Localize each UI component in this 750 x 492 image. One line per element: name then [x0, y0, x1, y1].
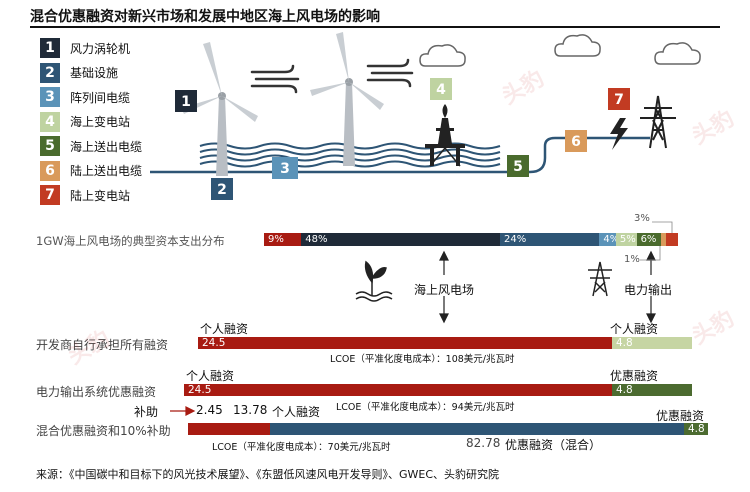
scene-badge-3: 3	[272, 157, 298, 179]
legend-item-5: 5 海上送出电缆	[40, 134, 142, 159]
row3-subsidy-label: 补助	[134, 405, 159, 419]
row1-bar-right: 4.8	[612, 337, 692, 349]
legend: 1 风力涡轮机 2 基础设施 3 阵列间电缆 4 海上变电站 5 海上送出电缆 6 陆上送出电缆 7 陆上…	[40, 36, 142, 208]
svg-text:5: 5	[513, 159, 523, 175]
legend-label: 风力涡轮机	[70, 41, 131, 56]
seg-array-cable: 4%	[599, 233, 616, 246]
offshore-farm-label: 海上风电场	[414, 283, 475, 297]
row2-lcoe: LCOE（平准化度电成本）：94美元/兆瓦时	[336, 402, 515, 413]
row2-label: 电力输出系统优惠融资	[36, 385, 157, 399]
legend-item-1: 1 风力涡轮机	[40, 36, 142, 61]
transmission-label: 电力输出	[624, 283, 673, 297]
svg-text:4: 4	[436, 82, 446, 98]
svg-text:3: 3	[280, 161, 290, 177]
row3-cap-right: 优惠融资	[656, 409, 705, 423]
tower-small-icon	[588, 261, 612, 297]
row2-cap-left: 个人融资	[186, 369, 235, 383]
row3-subsidy-value: 2.45	[196, 403, 223, 417]
row3-bar-subsidy	[188, 423, 202, 435]
seg-onshore-cable	[661, 233, 666, 246]
cloud-icon-2	[554, 34, 601, 57]
row3-personal-caption: 个人融资	[272, 405, 321, 419]
row3-label: 混合优惠融资和10%补助	[36, 424, 171, 438]
offshore-arrow	[439, 250, 449, 324]
plant-water-icon	[355, 260, 393, 302]
page-title: 混合优惠融资对新兴市场和发展中地区海上风电场的影响	[30, 9, 380, 25]
scene-badge-1: 1	[175, 90, 197, 112]
row3-lcoe: LCOE（平准化度电成本）：70美元/兆瓦时	[212, 442, 391, 453]
legend-number-badge: 1	[40, 38, 60, 59]
wind-icon-1	[250, 64, 300, 94]
legend-item-4: 4 海上变电站	[40, 110, 142, 135]
legend-number-badge: 7	[40, 185, 60, 206]
row1-value-right: 4.8	[616, 337, 633, 349]
svg-text:2: 2	[217, 182, 227, 198]
legend-item-2: 2 基础设施	[40, 61, 142, 86]
row1-bar-left: 24.5	[198, 337, 612, 349]
row3-bar-personal	[202, 423, 270, 435]
legend-label: 陆上变电站	[70, 188, 131, 203]
seg-offshore-substation-red: 9%	[264, 233, 302, 246]
row2-bar-right: 4.8	[612, 384, 692, 396]
row1-lcoe: LCOE（平准化度电成本）：108美元/兆瓦时	[330, 354, 515, 365]
lightning-icon	[610, 118, 628, 150]
svg-text:1: 1	[181, 94, 191, 110]
row3-personal-value: 13.78	[233, 403, 268, 417]
offshore-substation-icon	[425, 104, 465, 167]
scene-badge-6: 6	[565, 130, 587, 152]
scene-badge-4: 4	[430, 78, 452, 100]
cloud-icon-1	[419, 44, 466, 67]
legend-number-badge: 4	[40, 111, 60, 132]
row1-label: 开发商自行承担所有融资	[36, 338, 169, 352]
scene-badge-5: 5	[507, 155, 529, 177]
seg-turbine: 48%	[301, 233, 500, 246]
legend-number-badge: 6	[40, 160, 60, 181]
transmission-tower-icon	[640, 95, 676, 149]
scene-badge-2: 2	[211, 178, 233, 200]
annotation-1-percent: 1%	[624, 254, 640, 265]
svg-text:6: 6	[571, 134, 581, 150]
row1-cap-left: 个人融资	[200, 322, 249, 336]
capex-label: 1GW海上风电场的典型资本支出分布	[36, 234, 225, 248]
row3-mixed-caption: 优惠融资（混合）	[505, 438, 602, 452]
title-rule	[30, 26, 720, 28]
legend-label: 阵列间电缆	[70, 90, 131, 105]
export-cable-line	[150, 136, 650, 174]
cloud-icon-3	[654, 42, 701, 65]
row1-cap-right: 个人融资	[610, 322, 659, 336]
source-note: 来源：《中国碳中和目标下的风光技术展望》、《东盟低风速风电开发导则》、GWEC、…	[36, 468, 500, 481]
annotation-3-percent: 3%	[634, 213, 650, 224]
row3-value-right: 4.8	[688, 423, 705, 435]
legend-label: 陆上送出电缆	[70, 164, 143, 179]
row2-value-left: 24.5	[188, 384, 212, 396]
legend-item-7: 7 陆上变电站	[40, 183, 142, 208]
legend-number-badge: 5	[40, 136, 60, 157]
row1-value-left: 24.5	[202, 337, 226, 349]
svg-text:7: 7	[614, 92, 624, 108]
legend-label: 基础设施	[70, 66, 119, 81]
legend-label: 海上变电站	[70, 115, 131, 130]
row3-bar-mixed	[270, 423, 684, 435]
percent-leader-lines	[640, 221, 673, 261]
legend-number-badge: 3	[40, 87, 60, 108]
row2-cap-right: 优惠融资	[610, 369, 659, 383]
row2-value-right: 4.8	[616, 384, 633, 396]
legend-label: 海上送出电缆	[70, 139, 143, 154]
row3-mixed-value: 82.78	[466, 436, 501, 450]
seg-foundation: 24%	[499, 233, 600, 246]
row3-bar-right: 4.8	[684, 423, 708, 435]
capex-stacked-bar: 9%48%24%4%5%6%	[264, 233, 678, 246]
legend-item-3: 3 阵列间电缆	[40, 85, 142, 110]
seg-offshore-sub: 5%	[615, 233, 637, 246]
seg-export-cable: 6%	[636, 233, 662, 246]
seg-onshore-sub	[665, 233, 678, 246]
wind-turbine-2-icon	[310, 32, 384, 166]
scene-badge-7: 7	[608, 88, 630, 110]
legend-item-6: 6 陆上送出电缆	[40, 159, 142, 184]
legend-number-badge: 2	[40, 62, 60, 83]
subsidy-arrow	[170, 406, 196, 416]
wind-icon-2	[366, 58, 414, 88]
row2-bar-left: 24.5	[184, 384, 612, 396]
